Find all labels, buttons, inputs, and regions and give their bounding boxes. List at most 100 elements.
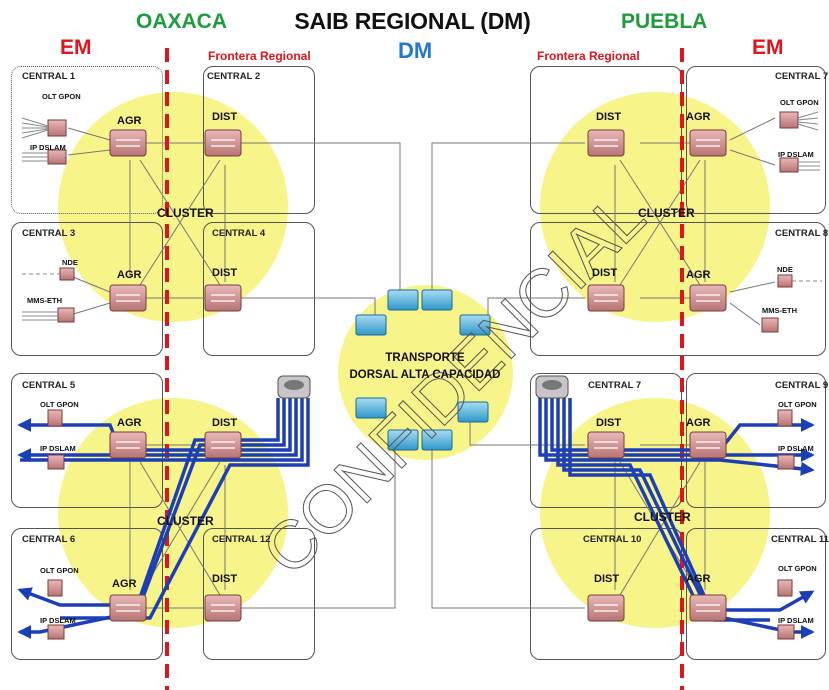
dist-label: DIST xyxy=(594,573,620,585)
transport-switch xyxy=(421,289,453,311)
diagram-subtitle: DM xyxy=(398,38,433,63)
agr-switch-central-7 xyxy=(689,129,727,157)
central-label: CENTRAL 10 xyxy=(583,534,642,545)
em-label-left: EM xyxy=(60,36,92,59)
cluster-label: CLUSTER xyxy=(157,206,214,220)
central-label: CENTRAL 8 xyxy=(775,228,829,239)
dist-label: DIST xyxy=(212,111,238,123)
agr-label: AGR xyxy=(117,269,142,281)
olt-gpon-device xyxy=(47,409,63,427)
mms-eth-device xyxy=(761,317,779,333)
transport-switch xyxy=(459,314,491,336)
ip-dslam-device xyxy=(47,454,65,470)
central-label: CENTRAL 2 xyxy=(207,71,261,82)
ip-dslam-label: IP DSLAM xyxy=(30,143,66,152)
central-label: CENTRAL 9 xyxy=(775,380,829,391)
olt-gpon-label: OLT GPON xyxy=(42,92,81,101)
cluster-area-top-left xyxy=(58,92,288,322)
transport-switch xyxy=(355,314,387,336)
central-12-box xyxy=(203,528,315,660)
agr-label: AGR xyxy=(117,115,142,127)
dist-label: DIST xyxy=(212,267,238,279)
region-label-left: OAXACA xyxy=(136,10,228,33)
dist-switch-central-4 xyxy=(204,284,242,312)
ip-dslam-device xyxy=(779,157,799,173)
dist-switch-central-10 xyxy=(587,594,625,622)
dist-switch-central-12 xyxy=(204,594,242,622)
agr-label: AGR xyxy=(686,417,711,429)
dist-label: DIST xyxy=(212,417,238,429)
ip-dslam-device xyxy=(777,454,795,470)
agr-switch-central-11 xyxy=(689,594,727,622)
region-label-right: PUEBLA xyxy=(621,10,708,33)
dist-switch-central-2 xyxy=(204,129,242,157)
ip-dslam-label: IP DSLAM xyxy=(778,444,814,453)
dist-switch-central-8 xyxy=(587,284,625,312)
central-4-box xyxy=(203,222,315,356)
central-5-box xyxy=(11,373,163,508)
agr-switch-central-9 xyxy=(689,431,727,459)
central-label: CENTRAL 5 xyxy=(22,380,76,391)
central-8-box xyxy=(530,222,826,356)
olt-gpon-label: OLT GPON xyxy=(40,566,79,575)
olt-gpon-label: OLT GPON xyxy=(780,98,819,107)
olt-gpon-device xyxy=(779,111,799,129)
agr-label: AGR xyxy=(112,578,137,590)
agr-label: AGR xyxy=(686,573,711,585)
transport-switch xyxy=(355,397,387,419)
ip-dslam-label: IP DSLAM xyxy=(778,616,814,625)
ip-dslam-device xyxy=(47,624,65,640)
cluster-area-top-right xyxy=(540,92,770,322)
nde-label: NDE xyxy=(777,265,793,274)
agr-switch-central-5 xyxy=(109,431,147,459)
olt-gpon-device xyxy=(47,579,63,597)
transport-switch xyxy=(387,289,419,311)
central-9-box xyxy=(686,373,826,508)
diagram-title: SAIB REGIONAL (DM) xyxy=(294,8,531,34)
transport-switch xyxy=(421,429,453,451)
dist-label: DIST xyxy=(592,267,618,279)
transport-switch xyxy=(457,401,489,423)
dist-switch-central-5 xyxy=(204,431,242,459)
agr-label: AGR xyxy=(117,417,142,429)
central-label: CENTRAL 6 xyxy=(22,534,76,545)
olt-gpon-label: OLT GPON xyxy=(40,400,79,409)
agr-switch-central-3 xyxy=(109,284,147,312)
central-2-box xyxy=(203,66,315,214)
agr-switch-central-8 xyxy=(689,284,727,312)
transport-label-line2: DORSAL ALTA CAPACIDAD xyxy=(349,369,501,381)
agr-switch-central-6 xyxy=(109,594,147,622)
transport-label-line1: TRANSPORTE xyxy=(385,352,465,364)
olt-gpon-device xyxy=(777,409,793,427)
agr-switch-central-1 xyxy=(109,129,147,157)
olt-gpon-label: OLT GPON xyxy=(778,564,817,573)
ip-dslam-label: IP DSLAM xyxy=(40,444,76,453)
agr-label: AGR xyxy=(686,111,711,123)
dist-label: DIST xyxy=(596,417,622,429)
central-3-box xyxy=(11,222,163,356)
central-7-top-right-box xyxy=(686,66,826,214)
nde-device xyxy=(59,267,75,281)
dist-label: DIST xyxy=(212,573,238,585)
nde-device xyxy=(777,274,793,288)
em-label-right: EM xyxy=(752,36,784,59)
frontera-label-left: Frontera Regional xyxy=(208,49,311,63)
ip-dslam-device xyxy=(47,149,67,165)
dist-switch-central-7 xyxy=(587,129,625,157)
mms-eth-label: MMS-ETH xyxy=(27,296,62,305)
ip-dslam-device xyxy=(777,624,795,640)
central-label: CENTRAL 7 xyxy=(588,380,642,391)
mms-eth-device xyxy=(57,307,75,323)
central-label: CENTRAL 1 xyxy=(22,71,76,82)
cluster-label: CLUSTER xyxy=(638,206,695,220)
mms-eth-label: MMS-ETH xyxy=(762,306,797,315)
nde-label: NDE xyxy=(62,258,78,267)
central-label: CENTRAL 7 xyxy=(775,71,829,82)
central-10-box xyxy=(530,528,682,660)
cluster-label: CLUSTER xyxy=(157,514,214,528)
central-11-box xyxy=(686,528,826,660)
dist-label: DIST xyxy=(596,111,622,123)
olt-gpon-device xyxy=(47,119,67,137)
central-label: CENTRAL 12 xyxy=(212,534,271,545)
